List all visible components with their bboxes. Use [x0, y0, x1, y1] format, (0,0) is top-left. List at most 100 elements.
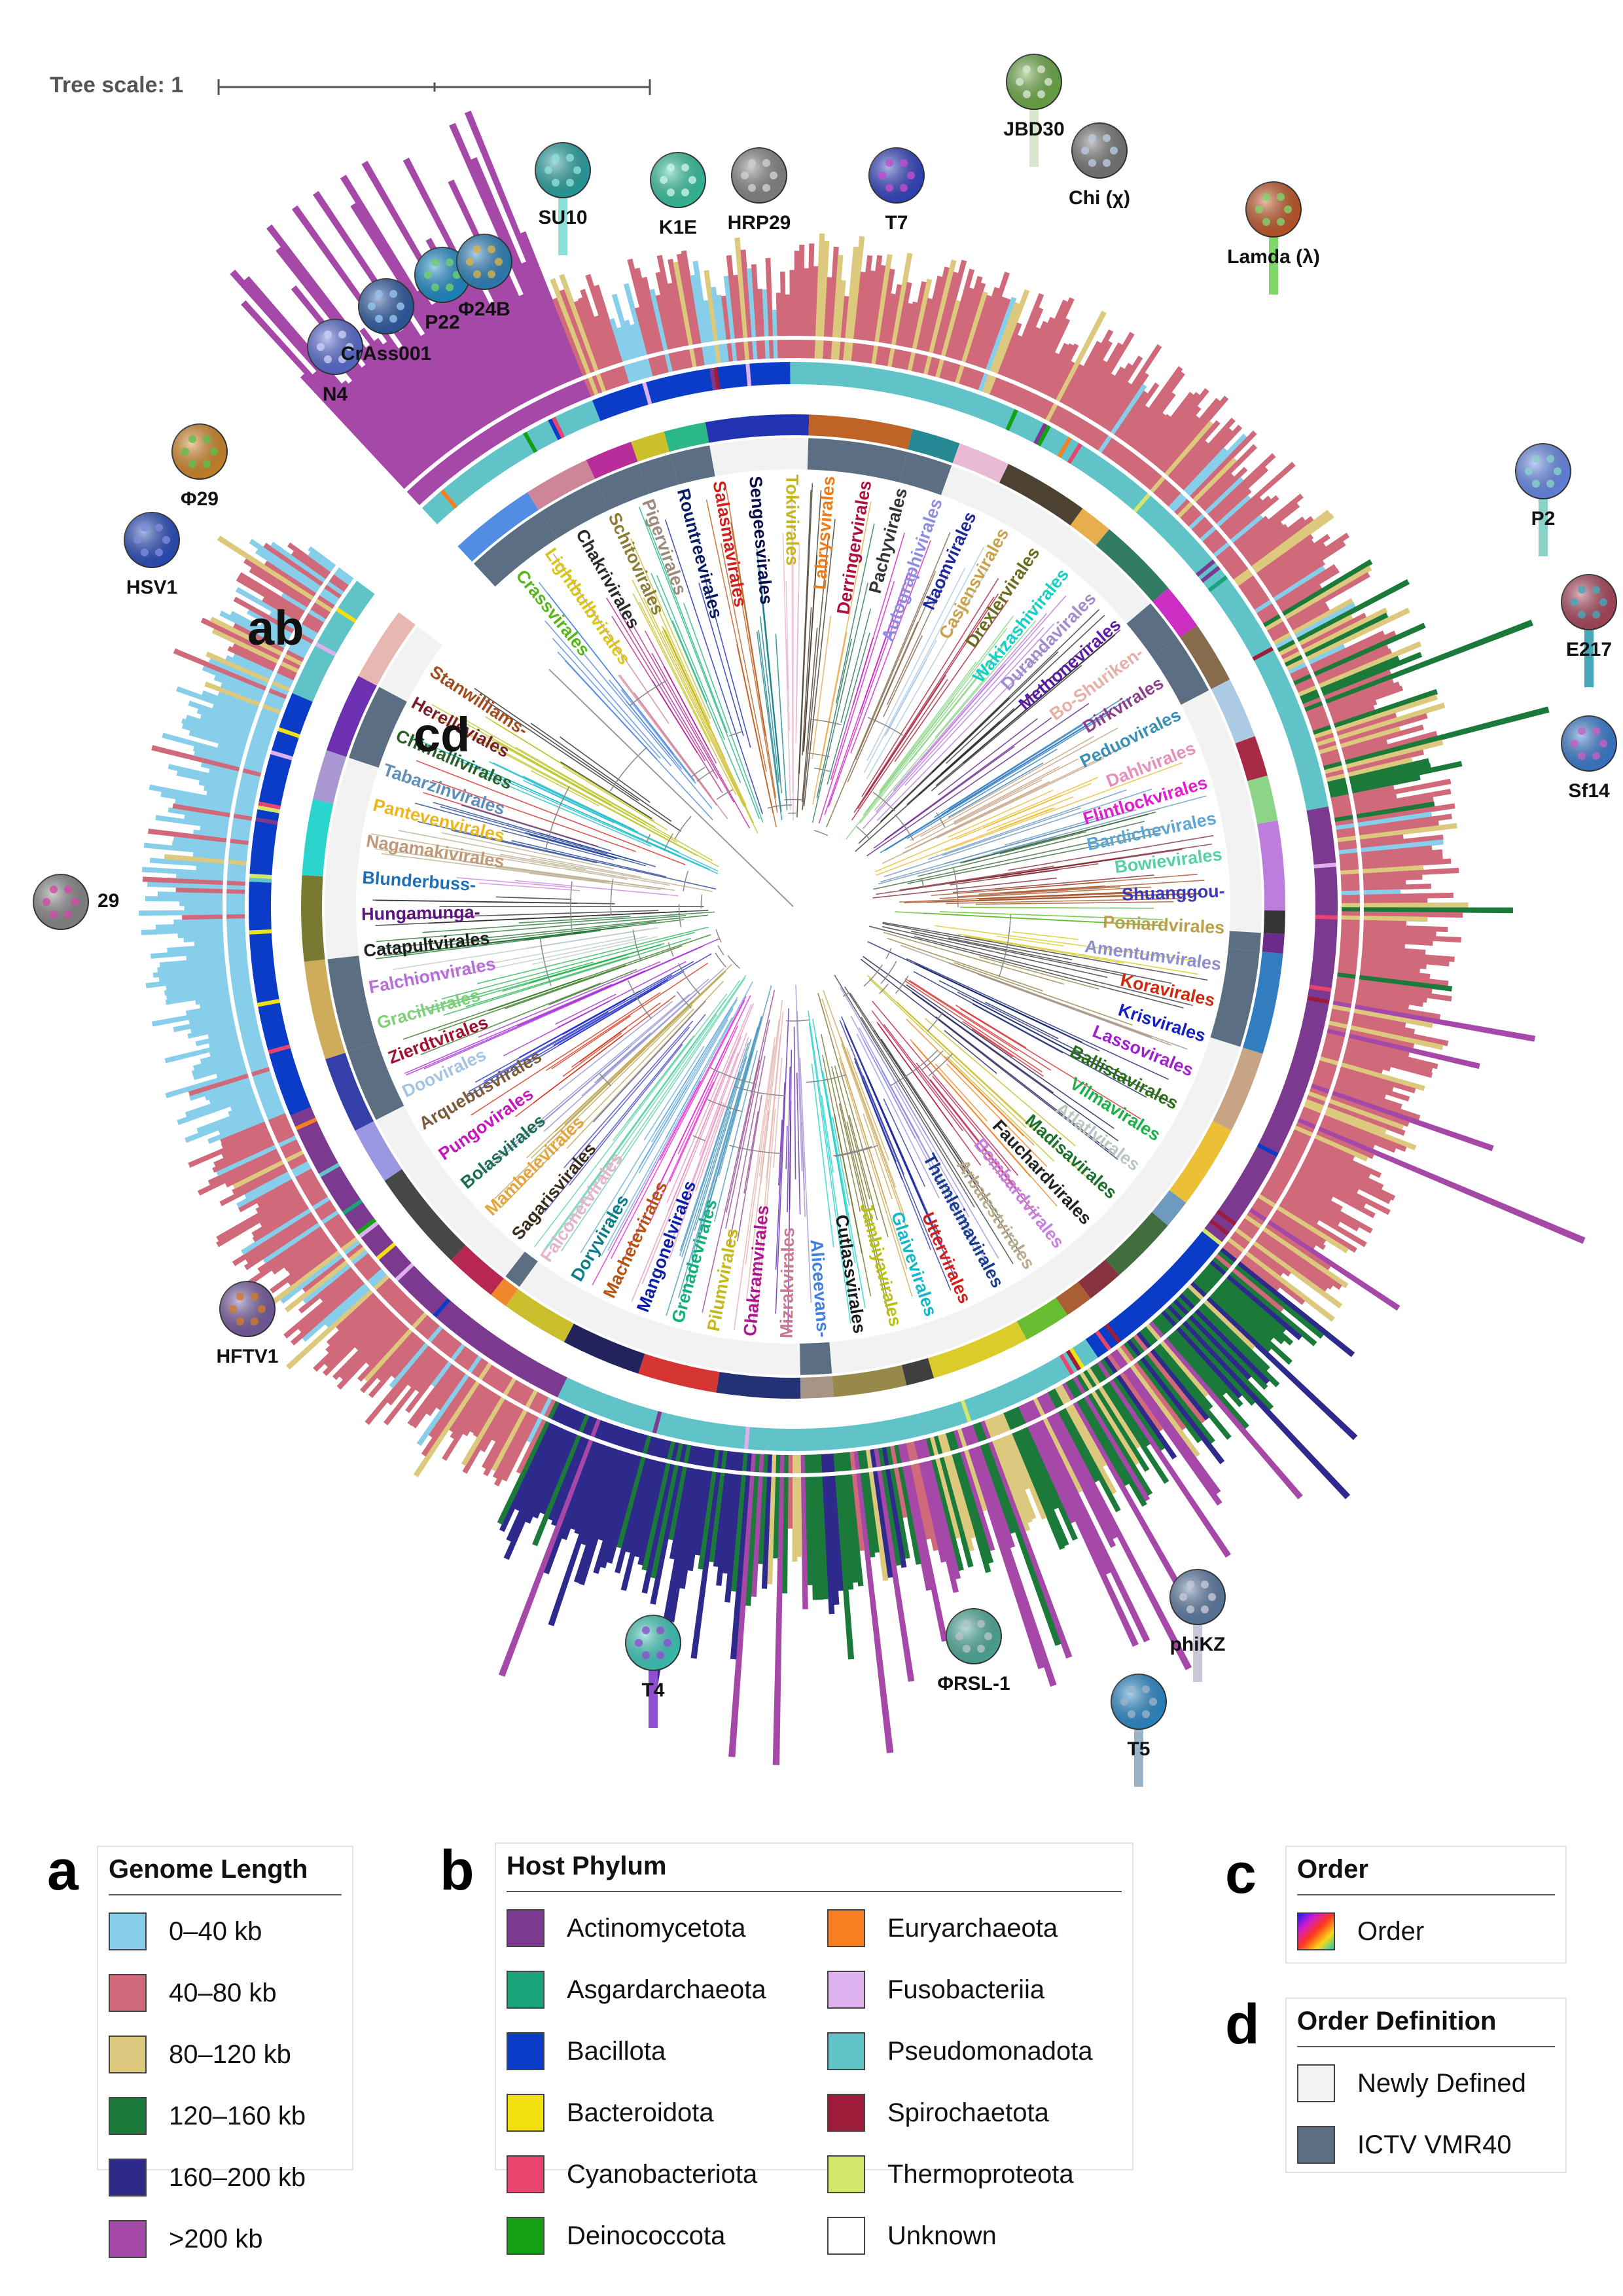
legend-divider — [507, 1891, 1122, 1892]
legend-item: Asgardarchaeota — [507, 1971, 766, 2009]
legend-item: 120–160 kb — [109, 2097, 306, 2135]
phage-label: HRP29 — [728, 212, 791, 234]
legend-label: >200 kb — [169, 2224, 263, 2253]
legend-divider — [1297, 1894, 1555, 1895]
legend-label: Unknown — [887, 2221, 997, 2250]
legend-item: >200 kb — [109, 2220, 262, 2258]
legend-swatch — [1297, 2126, 1335, 2164]
phage-label: P2 — [1531, 508, 1556, 529]
legend-swatch — [109, 1974, 147, 2012]
phage-model: Chi (χ) — [1069, 122, 1130, 209]
legend-swatch — [827, 2094, 865, 2132]
legend-swatch — [827, 1971, 865, 2009]
legend-swatch — [109, 2036, 147, 2073]
phage-label: JBD30 — [1003, 118, 1064, 140]
phage-model: HRP29 — [728, 147, 791, 234]
legend-swatch — [507, 1971, 544, 2009]
phage-model: Sf14 — [1561, 715, 1617, 802]
legend-swatch — [109, 2097, 147, 2135]
legend-item: Pseudomonadota — [827, 2032, 1093, 2070]
legend-swatch — [507, 1909, 544, 1947]
legend-label: Pseudomonadota — [887, 2036, 1093, 2066]
legend-label: 0–40 kb — [169, 1916, 262, 1946]
phage-model: Φ29 — [171, 423, 228, 510]
legend-order: Order Order — [1285, 1846, 1567, 1964]
order-label: Shuanggou- — [1122, 881, 1225, 905]
phage-model: CrAss001 — [341, 278, 431, 365]
legend-item: 0–40 kb — [109, 1912, 262, 1950]
legend-item: Fusobacteriia — [827, 1971, 1044, 2009]
phage-model: P2 — [1515, 443, 1571, 556]
legend-item: Bacteroidota — [507, 2094, 714, 2132]
legend-item: Unknown — [827, 2217, 997, 2255]
phage-label: Lamda (λ) — [1227, 246, 1320, 268]
legend-label: Bacillota — [567, 2036, 666, 2066]
ring-label-ab: ab — [247, 601, 304, 655]
legend-swatch — [109, 2220, 147, 2258]
tree-branches — [371, 483, 1214, 1333]
order-label: Poniardvirales — [1103, 912, 1225, 937]
legend-swatch — [827, 1909, 865, 1947]
phage-model: T5 — [1111, 1674, 1167, 1787]
phage-model: HFTV1 — [216, 1281, 279, 1367]
legend-item: Actinomycetota — [507, 1909, 745, 1947]
legend-swatch — [507, 2094, 544, 2132]
legend-title: Host Phylum — [507, 1852, 667, 1880]
phage-label: ΦRSL-1 — [937, 1673, 1010, 1695]
legend-swatch — [109, 1912, 147, 1950]
legend-item: Euryarchaeota — [827, 1909, 1058, 1947]
legend-item: Deinococcota — [507, 2217, 725, 2255]
legend-label: Cyanobacteriota — [567, 2159, 758, 2189]
phage-model: K1E — [650, 152, 706, 238]
phage-label: P22 — [425, 312, 459, 333]
phage-label: N4 — [323, 384, 348, 405]
phage-model: Φ24B — [456, 234, 512, 320]
genome-length-bars — [139, 110, 1586, 1765]
phage-model: 29 — [33, 874, 119, 930]
phage-model: T4 — [625, 1615, 681, 1728]
phage-label: SU10 — [538, 207, 587, 228]
legend-label: 80–120 kb — [169, 2039, 291, 2069]
legend-swatch — [109, 2159, 147, 2197]
tree-scale-label: Tree scale: 1 — [50, 73, 183, 98]
phage-model: JBD30 — [1003, 54, 1065, 167]
phage-model: HSV1 — [124, 512, 180, 598]
phage-model: T7 — [868, 147, 925, 234]
legend-title: Order — [1297, 1855, 1368, 1884]
order-label: Labrysvirales — [810, 475, 838, 590]
panel-letter-a: a — [47, 1839, 79, 1902]
panel-letter-b: b — [440, 1839, 474, 1902]
legend-label: Thermoproteota — [887, 2159, 1074, 2189]
order-label: Catapultvirales — [363, 928, 491, 961]
legend-label: 40–80 kb — [169, 1978, 277, 2007]
phage-label: T7 — [885, 212, 908, 234]
order-label: Chakramvirales — [740, 1204, 772, 1337]
legend-label: ICTV VMR40 — [1357, 2130, 1512, 2159]
legend-label: 160–200 kb — [169, 2162, 306, 2192]
phage-label: Chi (χ) — [1069, 187, 1130, 209]
legend-item: Cyanobacteriota — [507, 2155, 757, 2193]
legend-swatch — [507, 2032, 544, 2070]
legend-divider — [109, 1894, 342, 1895]
phage-label: E217 — [1566, 639, 1612, 660]
order-label: Blunderbuss- — [361, 868, 476, 895]
legend-item: Bacillota — [507, 2032, 666, 2070]
legend-label: Actinomycetota — [567, 1913, 746, 1943]
legend-item: 80–120 kb — [109, 2036, 291, 2073]
phage-label: HSV1 — [126, 577, 177, 598]
legend-swatch — [827, 2032, 865, 2070]
order-label: Hungamunga- — [361, 903, 480, 924]
phage-label: HFTV1 — [216, 1346, 278, 1367]
phage-model: ΦRSL-1 — [937, 1608, 1010, 1695]
legend-item: 40–80 kb — [109, 1974, 277, 2012]
ring-label-cd: cd — [414, 708, 470, 762]
legend-label: Newly Defined — [1357, 2068, 1526, 2098]
legend-swatch — [1297, 2064, 1335, 2102]
phage-label: Φ29 — [181, 488, 219, 510]
legend-item: Newly Defined — [1297, 2064, 1526, 2102]
phage-model: phiKZ — [1169, 1569, 1226, 1682]
legend-label: Asgardarchaeota — [567, 1975, 766, 2004]
